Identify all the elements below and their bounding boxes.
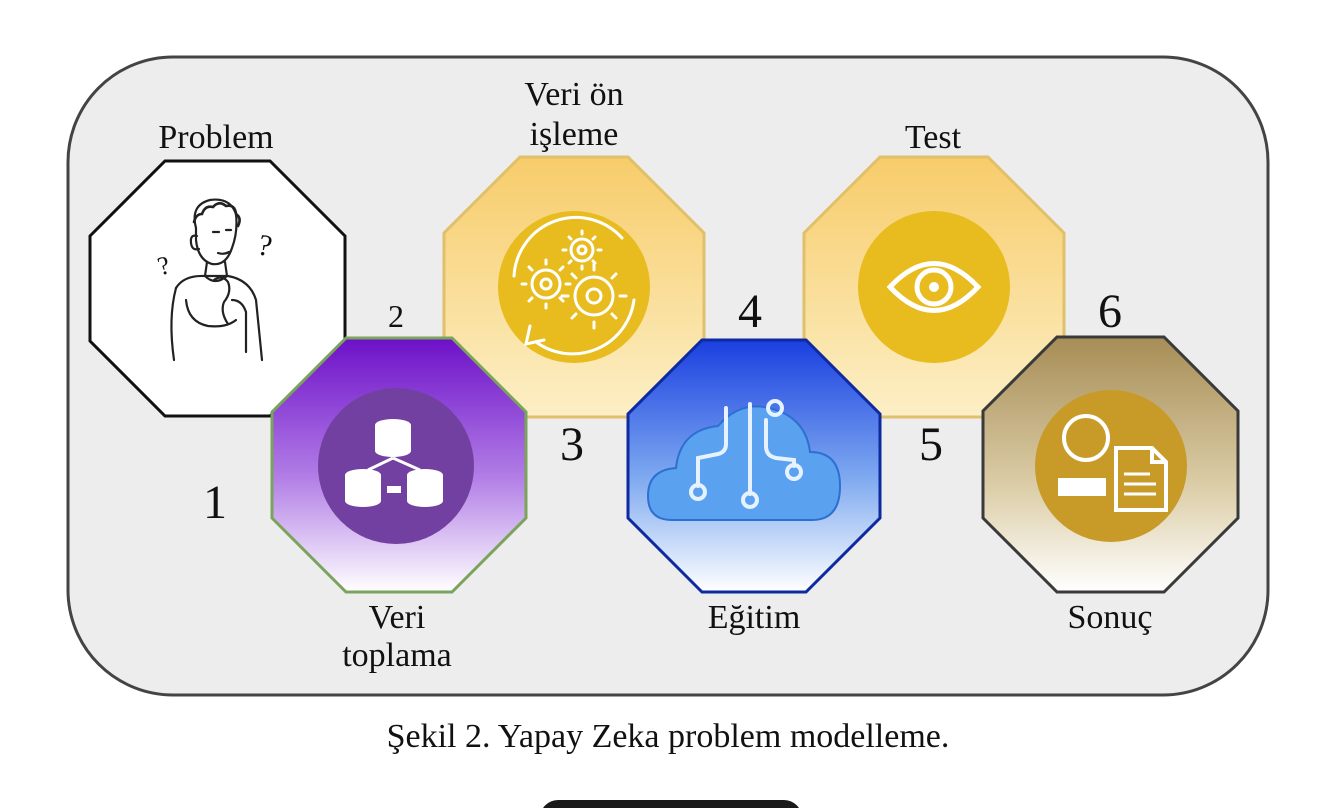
gears-icon — [512, 215, 636, 356]
database-icon — [345, 419, 443, 507]
stage-label-line: Problem — [158, 119, 273, 156]
icon-circle — [318, 388, 474, 544]
stage-label: Test — [905, 119, 962, 156]
stage-number: 1 — [203, 476, 227, 529]
stage-label-line: Veri — [369, 599, 426, 636]
stage-label: Sonuç — [1068, 599, 1153, 636]
stage-number: 4 — [738, 285, 762, 338]
stage-numbers: 1 2 3 4 5 6 — [203, 285, 1122, 529]
cloud-circuit-icon — [646, 399, 842, 521]
eye-icon — [886, 261, 982, 313]
octagon-problem — [88, 159, 347, 418]
stage-label-line: Eğitim — [708, 599, 801, 636]
stage-label-line: işleme — [530, 116, 619, 153]
stage-label: Eğitim — [708, 599, 801, 636]
stage-number: 3 — [560, 418, 584, 471]
stage-preprocessing — [442, 155, 706, 419]
stage-result — [981, 335, 1240, 594]
stage-number: 6 — [1098, 285, 1122, 338]
stage-test — [802, 155, 1066, 419]
next-figure-fragment — [543, 800, 799, 808]
confused-person-icon — [170, 198, 264, 362]
stage-training — [626, 338, 882, 594]
user-document-icon — [1058, 414, 1168, 512]
figure-caption: Şekil 2. Yapay Zeka problem modelleme. — [387, 718, 950, 755]
stage-label: Problem — [158, 119, 273, 156]
stage-label-line: toplama — [342, 637, 452, 674]
stage-number: 5 — [919, 418, 943, 471]
icon-circle — [498, 211, 650, 363]
stage-data-collection — [270, 336, 528, 594]
stage-label-line: Sonuç — [1068, 599, 1153, 636]
stage-problem: ? ? — [88, 159, 347, 418]
stage-label-line: Test — [905, 119, 962, 156]
stage-number: 2 — [388, 298, 404, 334]
stage-label-line: Veri ön — [524, 76, 623, 113]
